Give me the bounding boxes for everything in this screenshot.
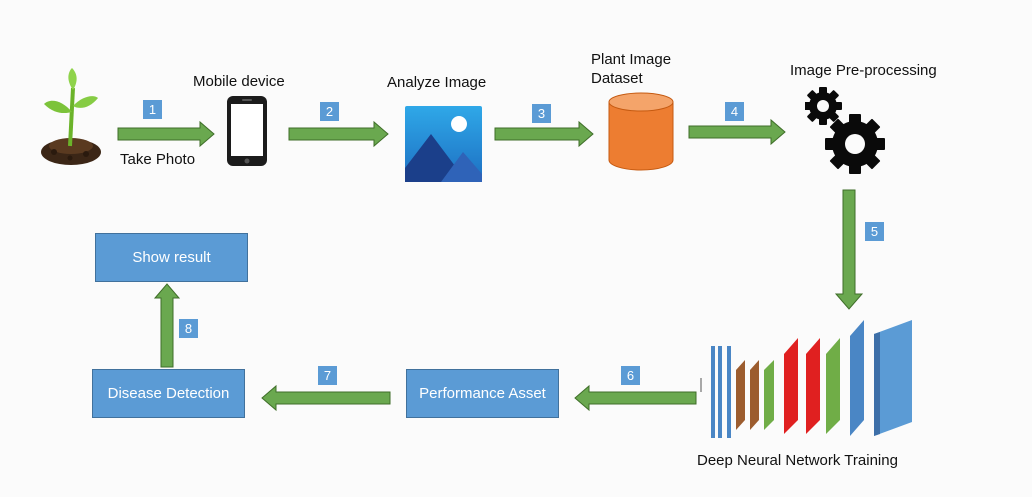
preprocessing-label: Image Pre-processing [790,62,937,79]
take-photo-label: Take Photo [120,151,196,168]
dnn-training-label: Deep Neural Network Training [697,452,898,469]
step-badge-8: 8 [179,319,198,338]
image-icon [405,106,482,182]
arrow-step-8 [153,283,181,368]
neural-network-layers-icon [700,320,912,438]
step-badge-4: 4 [725,102,744,121]
disease-detection-box: Disease Detection [92,369,245,418]
arrow-step-3 [494,120,594,148]
step-badge-2: 2 [320,102,339,121]
step-badge-6: 6 [621,366,640,385]
dataset-label-line2: Dataset [591,70,643,87]
dataset-label-line1: Plant Image [591,51,672,68]
step-badge-1: 1 [143,100,162,119]
analyze-image-label: Analyze Image [387,74,487,91]
step-badge-3: 3 [532,104,551,123]
mobile-phone-icon [227,96,267,166]
plant-icon [41,68,101,165]
database-cylinder-icon [608,92,674,171]
show-result-box: Show result [95,233,248,282]
performance-asset-box: Performance Asset [406,369,559,418]
step-badge-5: 5 [865,222,884,241]
arrow-step-4 [688,118,786,146]
arrow-step-5 [834,189,864,310]
gears-icon [805,87,885,174]
arrow-step-6 [574,384,697,412]
mobile-device-label: Mobile device [193,73,285,90]
step-badge-7: 7 [318,366,337,385]
arrow-step-7 [261,384,391,412]
arrow-step-2 [288,120,389,148]
arrow-step-1 [117,120,215,148]
